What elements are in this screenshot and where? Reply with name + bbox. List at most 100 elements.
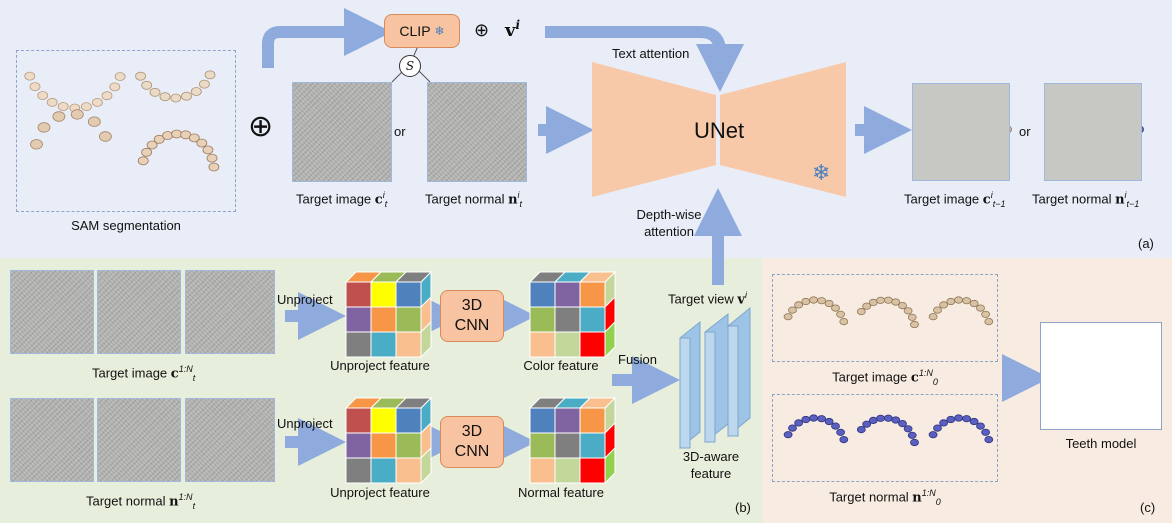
cube-cell bbox=[345, 306, 372, 333]
target-image-view-2 bbox=[97, 270, 181, 354]
tooth-mark bbox=[52, 111, 66, 122]
sam-segmentation-box bbox=[16, 50, 236, 212]
tooth-mark bbox=[794, 419, 803, 427]
tooth-mark bbox=[907, 431, 917, 439]
tooth-mark bbox=[29, 82, 41, 91]
cube-cell bbox=[345, 432, 372, 459]
cube-cell bbox=[579, 331, 606, 358]
cube-top-cell bbox=[578, 271, 617, 283]
target-normal-view-1 bbox=[10, 398, 94, 482]
panel-c-tag: (c) bbox=[1140, 500, 1156, 515]
cube-cell bbox=[345, 407, 372, 434]
tooth-mark bbox=[206, 153, 218, 163]
tooth-mark bbox=[969, 299, 979, 308]
tooth-mark bbox=[87, 116, 101, 127]
cube-cell bbox=[529, 457, 556, 484]
view-embedding: vi bbox=[505, 18, 521, 41]
target-normal-t bbox=[427, 82, 527, 182]
sam-caption: SAM segmentation bbox=[71, 218, 181, 233]
tooth-mark bbox=[208, 162, 220, 172]
cube-cell bbox=[395, 407, 422, 434]
3d-aware-feature-slabs bbox=[679, 306, 751, 450]
tooth-mark bbox=[783, 431, 793, 439]
tooth-mark bbox=[81, 102, 92, 111]
tooth-mark bbox=[939, 419, 948, 427]
tooth-mark bbox=[181, 91, 192, 101]
oplus-symbol: ⊕ bbox=[474, 20, 490, 40]
target-image-t-minus-1-label: Target image cit−1 bbox=[904, 190, 1006, 209]
tooth-mark bbox=[984, 317, 994, 326]
tooth-mark bbox=[962, 297, 971, 305]
tooth-mark bbox=[788, 424, 797, 432]
color-feature-label: Color feature bbox=[523, 358, 599, 373]
tooth-mark bbox=[976, 422, 985, 430]
tooth-mark bbox=[981, 310, 990, 318]
tooth-mark bbox=[114, 72, 126, 81]
tooth-mark bbox=[101, 91, 113, 101]
cube-side-cell bbox=[604, 320, 616, 359]
cube-cell bbox=[579, 432, 606, 459]
cube-cell bbox=[345, 281, 372, 308]
cube-cell bbox=[395, 331, 422, 358]
cube-cell bbox=[554, 407, 581, 434]
normal-feature-cube bbox=[526, 394, 617, 489]
tooth-mark bbox=[135, 71, 147, 81]
tooth-mark bbox=[190, 87, 202, 96]
tooth-mark bbox=[202, 145, 214, 155]
target-view-label: Target view vi bbox=[668, 290, 747, 308]
unproject-feature-cube-bottom bbox=[342, 394, 433, 489]
tooth-mark bbox=[204, 70, 216, 80]
tooth-mark bbox=[146, 140, 158, 150]
tooth-mark bbox=[831, 422, 840, 430]
or-label-2: or bbox=[1019, 124, 1031, 139]
target-image-view-3 bbox=[185, 270, 275, 354]
cube-top-cell bbox=[578, 397, 617, 409]
tooth-mark bbox=[196, 138, 208, 148]
cube-cell bbox=[370, 432, 397, 459]
unet-shape bbox=[592, 62, 716, 197]
target-normal-t-label: Target normal nit bbox=[425, 190, 523, 209]
tooth-mark bbox=[898, 419, 907, 428]
text-attention-label: Text attention bbox=[612, 46, 690, 61]
cube-cell bbox=[554, 457, 581, 484]
tooth-mark bbox=[30, 139, 43, 150]
target-image-t bbox=[292, 82, 392, 182]
target-normal-0-label: Target normal n1:N0 bbox=[829, 488, 941, 507]
target-normal-t-minus-1-label: Target normal nit−1 bbox=[1032, 190, 1140, 209]
tooth-mark bbox=[159, 92, 171, 102]
tooth-mark bbox=[57, 102, 69, 111]
tooth-mark bbox=[907, 313, 917, 321]
arrow-text-attention bbox=[545, 26, 744, 92]
concat-symbol: ⊕ bbox=[248, 110, 274, 143]
tooth-mark bbox=[46, 97, 58, 107]
target-image-n-label: Target image c1:Nt bbox=[92, 364, 196, 383]
target-image-0-label: Target image c1:N0 bbox=[832, 368, 938, 387]
tooth-mark bbox=[903, 307, 913, 315]
tooth-mark bbox=[862, 420, 872, 428]
unet-label: UNet bbox=[693, 118, 745, 143]
tooth-mark bbox=[149, 87, 161, 97]
cube-cell bbox=[395, 306, 422, 333]
target-normal-0-box bbox=[772, 394, 998, 482]
target-normal-n-label: Target normal n1:Nt bbox=[86, 492, 196, 511]
tooth-mark bbox=[831, 304, 840, 312]
cube-cell bbox=[370, 457, 397, 484]
target-image-t-label: Target image cit bbox=[296, 190, 388, 209]
tooth-mark bbox=[984, 435, 994, 444]
cube-cell bbox=[554, 306, 581, 333]
cube-cell bbox=[529, 306, 556, 333]
tooth-mark bbox=[969, 417, 979, 426]
tooth-mark bbox=[137, 156, 149, 166]
cube-cell bbox=[554, 281, 581, 308]
cube-side-cell bbox=[604, 446, 616, 485]
cube-cell bbox=[370, 331, 397, 358]
color-feature-cube bbox=[526, 268, 617, 363]
tooth-mark bbox=[836, 428, 845, 436]
tooth-mark bbox=[37, 91, 49, 100]
unproject-feature-cube-top bbox=[342, 268, 433, 363]
cube-cell bbox=[370, 407, 397, 434]
tooth-mark bbox=[891, 416, 901, 424]
cube-cell bbox=[370, 306, 397, 333]
